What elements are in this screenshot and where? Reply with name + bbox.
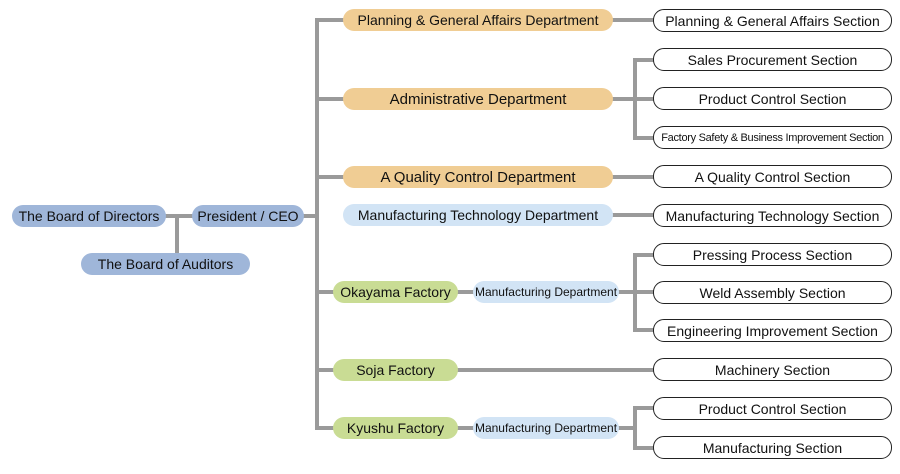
weld-assembly-section-box: Weld Assembly Section bbox=[653, 281, 892, 304]
quality-control-department-box: A Quality Control Department bbox=[343, 166, 613, 188]
manufacturing-technology-department-label: Manufacturing Technology Department bbox=[357, 207, 599, 223]
product-control-section-box: Product Control Section bbox=[653, 87, 892, 110]
kyushu-manufacturing-department-label: Manufacturing Department bbox=[474, 421, 618, 435]
factory-safety-section-box: Factory Safety & Business Improvement Se… bbox=[653, 126, 892, 149]
administrative-department-box: Administrative Department bbox=[343, 88, 613, 110]
quality-control-section-label: A Quality Control Section bbox=[694, 168, 851, 185]
manufacturing-technology-section-label: Manufacturing Technology Section bbox=[665, 207, 880, 224]
connector-line bbox=[617, 426, 635, 430]
kyushu-product-control-section-label: Product Control Section bbox=[698, 400, 847, 417]
president-ceo-label: President / CEO bbox=[197, 208, 299, 224]
machinery-section-label: Machinery Section bbox=[714, 361, 831, 378]
connector-line bbox=[315, 97, 345, 101]
pressing-process-section-box: Pressing Process Section bbox=[653, 243, 892, 266]
planning-general-affairs-section-box: Planning & General Affairs Section bbox=[653, 9, 892, 32]
board-of-auditors-box: The Board of Auditors bbox=[81, 253, 250, 275]
kyushu-product-control-section-box: Product Control Section bbox=[653, 397, 892, 420]
board-of-directors-box: The Board of Directors bbox=[12, 205, 166, 227]
connector-line bbox=[315, 368, 335, 372]
quality-control-department-label: A Quality Control Department bbox=[380, 168, 576, 186]
planning-department-box: Planning & General Affairs Department bbox=[343, 9, 613, 31]
connector-line bbox=[315, 18, 319, 430]
connector-line bbox=[455, 368, 654, 372]
connector-line bbox=[175, 216, 179, 254]
planning-general-affairs-section-label: Planning & General Affairs Section bbox=[665, 12, 880, 29]
okayama-manufacturing-department-box: Manufacturing Department bbox=[473, 281, 619, 303]
connector-line bbox=[633, 328, 654, 332]
kyushu-factory-box: Kyushu Factory bbox=[333, 417, 458, 439]
connector-line bbox=[633, 58, 637, 140]
connector-line bbox=[303, 214, 317, 218]
sales-procurement-section-label: Sales Procurement Section bbox=[687, 51, 858, 68]
board-of-directors-label: The Board of Directors bbox=[18, 208, 160, 224]
connector-line bbox=[611, 97, 654, 101]
administrative-department-label: Administrative Department bbox=[389, 90, 567, 108]
okayama-factory-label: Okayama Factory bbox=[340, 284, 451, 300]
machinery-section-box: Machinery Section bbox=[653, 358, 892, 381]
kyushu-manufacturing-department-box: Manufacturing Department bbox=[473, 417, 619, 439]
board-of-auditors-label: The Board of Auditors bbox=[97, 256, 234, 272]
soja-factory-box: Soja Factory bbox=[333, 359, 458, 381]
connector-line bbox=[633, 136, 654, 140]
factory-safety-section-label: Factory Safety & Business Improvement Se… bbox=[661, 131, 884, 144]
product-control-section-label: Product Control Section bbox=[698, 90, 847, 107]
connector-line bbox=[315, 426, 335, 430]
soja-factory-label: Soja Factory bbox=[356, 362, 435, 378]
quality-control-section-box: A Quality Control Section bbox=[653, 165, 892, 188]
connector-line bbox=[633, 253, 654, 257]
sales-procurement-section-box: Sales Procurement Section bbox=[653, 48, 892, 71]
connector-line bbox=[611, 213, 654, 217]
connector-line bbox=[611, 175, 654, 179]
kyushu-manufacturing-section-label: Manufacturing Section bbox=[702, 439, 843, 456]
engineering-improvement-section-label: Engineering Improvement Section bbox=[667, 322, 878, 339]
manufacturing-technology-department-box: Manufacturing Technology Department bbox=[343, 204, 613, 226]
connector-line bbox=[315, 175, 345, 179]
connector-line bbox=[633, 58, 654, 62]
planning-department-label: Planning & General Affairs Department bbox=[357, 12, 599, 28]
connector-line bbox=[455, 290, 475, 294]
connector-line bbox=[315, 290, 335, 294]
connector-line bbox=[633, 406, 654, 410]
kyushu-manufacturing-section-box: Manufacturing Section bbox=[653, 436, 892, 459]
connector-line bbox=[611, 18, 654, 22]
connector-line bbox=[633, 446, 654, 450]
okayama-manufacturing-department-label: Manufacturing Department bbox=[474, 285, 618, 299]
connector-line bbox=[315, 18, 345, 22]
weld-assembly-section-label: Weld Assembly Section bbox=[699, 284, 846, 301]
manufacturing-technology-section-box: Manufacturing Technology Section bbox=[653, 204, 892, 227]
president-ceo-box: President / CEO bbox=[192, 205, 304, 227]
connector-line bbox=[633, 406, 637, 450]
pressing-process-section-label: Pressing Process Section bbox=[692, 246, 853, 263]
engineering-improvement-section-box: Engineering Improvement Section bbox=[653, 319, 892, 342]
kyushu-factory-label: Kyushu Factory bbox=[346, 420, 445, 436]
connector-line bbox=[633, 253, 637, 332]
connector-line bbox=[455, 426, 475, 430]
okayama-factory-box: Okayama Factory bbox=[333, 281, 458, 303]
